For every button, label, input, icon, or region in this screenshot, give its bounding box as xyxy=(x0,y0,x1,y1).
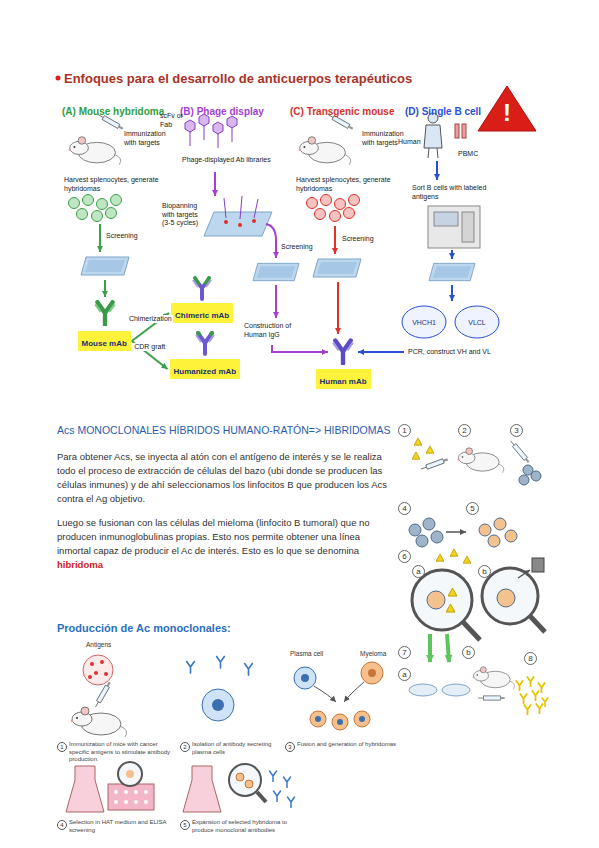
callout-number: 2 xyxy=(180,742,190,752)
annotation: Harvest splenocytes, generate hybridomas xyxy=(64,176,164,193)
figure-title: Enfoques para el desarrollo de anticuerp… xyxy=(64,71,412,86)
callout-number: 7 xyxy=(398,646,411,659)
warning-triangle xyxy=(478,86,536,131)
callout-number: 2 xyxy=(458,424,471,437)
callout-number: 3 xyxy=(285,742,295,752)
node-label: VLCL xyxy=(468,319,486,326)
edge-label: Chimerization xyxy=(128,315,173,323)
annotation: Screening xyxy=(106,232,156,241)
annotation: Myeloma xyxy=(360,650,386,658)
callout-number: b xyxy=(462,646,475,659)
annotation: Screening xyxy=(281,243,326,252)
connector-arrow xyxy=(132,341,168,369)
production-step-illustrations xyxy=(66,655,383,812)
result-box: Humanized mAb xyxy=(170,359,241,379)
node-label: Mouse mAb xyxy=(82,339,127,348)
vector-ellipse: VLCL xyxy=(454,305,500,339)
annotation: Phage-displayed Ab libraries xyxy=(182,156,277,165)
result-box: Human mAb xyxy=(316,369,371,389)
step-caption: Isolation of antibody secreting plasma c… xyxy=(192,741,282,756)
edge-label: CDR graft xyxy=(133,343,166,351)
subsection-heading: Producción de Ac monoclonales: xyxy=(57,622,231,634)
annotation: Screening xyxy=(342,235,392,244)
node-label: Human mAb xyxy=(320,377,367,386)
step-caption: Selection in HAT medium and ELISA screen… xyxy=(69,819,177,834)
column-heading: (A) Mouse hybridoma xyxy=(62,106,164,117)
warning-mark: ! xyxy=(500,99,514,127)
annotation: PBMC xyxy=(458,150,493,159)
callout-number: b xyxy=(478,565,491,578)
node-label: VHCH1 xyxy=(412,319,436,326)
hybridoma-steps-illustration xyxy=(409,438,548,714)
title-bullet xyxy=(56,76,61,81)
section-heading: Acs MONOCLONALES HÍBRIDOS HUMANO-RATÓN=>… xyxy=(57,424,391,436)
callout-number: a xyxy=(398,668,411,681)
result-box: Chimeric mAb xyxy=(171,303,233,323)
annotation: Antigens xyxy=(86,641,111,649)
callout-number: 6 xyxy=(398,550,411,563)
step-caption: Fusion and generation of hybridomas xyxy=(297,741,397,749)
step-caption: Immunization of mice with cancer specifi… xyxy=(69,741,177,764)
body-paragraph: Para obtener Acs, se inyecta al atón con… xyxy=(57,450,392,506)
annotation: PCR, construct VH and VL xyxy=(408,348,508,357)
result-box: Mouse mAb xyxy=(78,331,131,351)
body-paragraph: Luego se fusionan con las células del mi… xyxy=(57,516,392,558)
callout-number: a xyxy=(412,565,425,578)
callout-number: 5 xyxy=(466,502,479,515)
annotation: Sort B cells with labeled antigens xyxy=(412,184,507,201)
column-heading: (C) Transgenic mouse xyxy=(290,106,394,117)
callout-number: 3 xyxy=(510,424,523,437)
highlighted-term: hibridoma xyxy=(57,558,177,572)
annotation: Construction of Human IgG xyxy=(244,322,304,339)
callout-number: 1 xyxy=(57,742,67,752)
callout-number: 1 xyxy=(398,424,411,437)
annotation: Biopanning with targets (3-5 cycles) xyxy=(162,202,204,228)
column-heading: (D) Single B cell xyxy=(405,106,481,117)
node-label: Chimeric mAb xyxy=(175,311,229,320)
step-caption: Expansion of selected hybridoma to produ… xyxy=(192,819,310,834)
annotation: Plasma cell xyxy=(290,650,323,658)
callout-number: 4 xyxy=(57,820,67,830)
callout-number: 4 xyxy=(398,502,411,515)
column-heading: (B) Phage display xyxy=(180,106,264,117)
annotation: Human xyxy=(398,138,424,147)
callout-number: 8 xyxy=(524,652,537,665)
vector-ellipse: VHCH1 xyxy=(401,305,447,339)
callout-number: 5 xyxy=(180,820,190,830)
annotation: Immunization with targets xyxy=(124,130,174,147)
annotation: scFv or Fab xyxy=(160,112,184,129)
node-label: Humanized mAb xyxy=(174,367,237,376)
annotation: Harvest splenocytes, generate hybridomas xyxy=(296,176,396,193)
